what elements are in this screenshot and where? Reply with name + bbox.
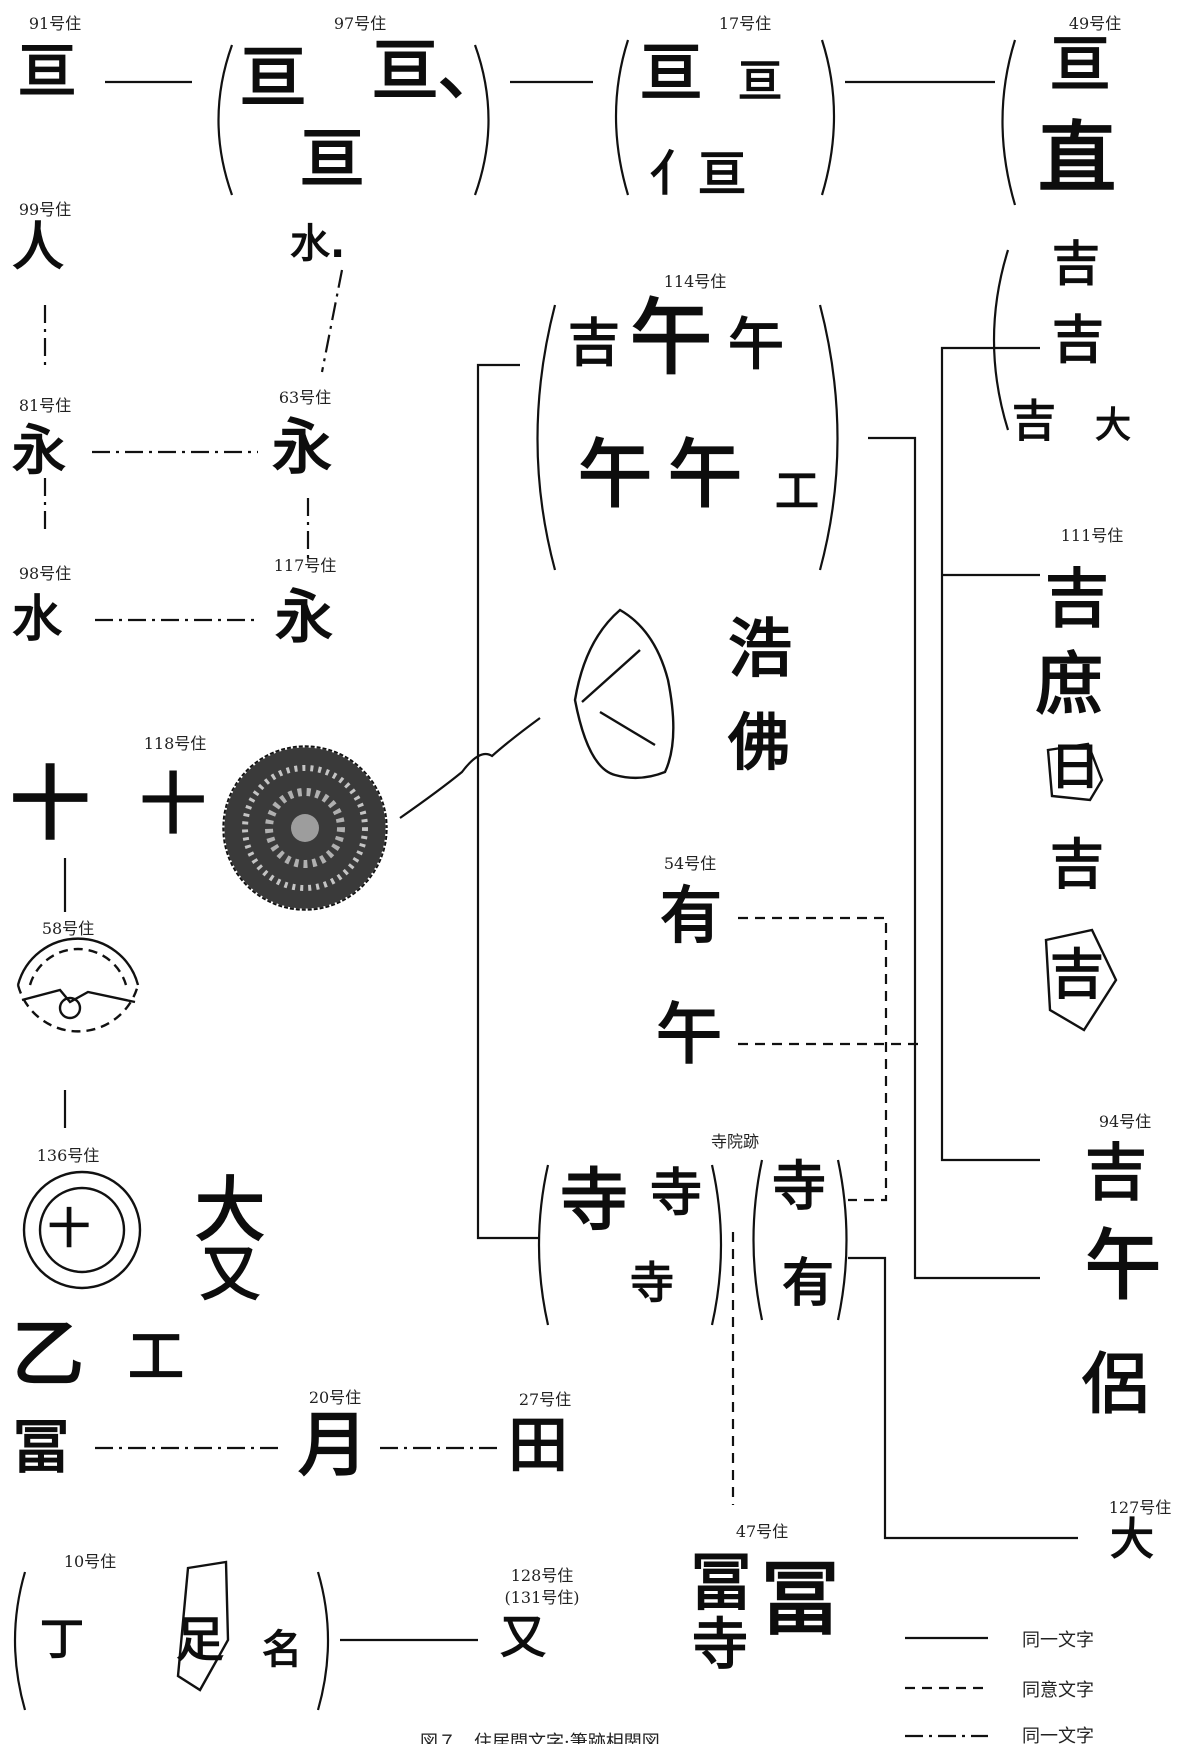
char-114-a: 吉 [568,314,621,374]
char-49-b: 直 [1038,114,1117,204]
char-49-a: 亘 [1050,30,1110,100]
legend-solid-label: 同一文字 [1022,1630,1094,1651]
char-118-b: 十 [140,766,206,843]
label-house-117: 117号住 [273,556,337,575]
char-111-d: 吉 [1050,833,1104,896]
label-house-111: 111号住 [1060,526,1124,545]
label-house-27: 27号住 [518,1390,572,1409]
char-10-a: 丁 [40,1614,84,1665]
char-117: 永 [275,583,334,651]
char-47-c: 冨 [760,1553,840,1646]
char-49-d: 吉 [1052,311,1105,371]
char-128: 又 [500,1610,546,1664]
char-136-b: 又 [200,1240,260,1310]
char-114-e: 午 [668,432,742,518]
char-136-d: 工 [128,1325,184,1390]
label-house-20: 20号住 [308,1388,362,1407]
char-10-c: 名 [262,1627,302,1673]
label-house-47: 47号住 [735,1522,789,1541]
char-114-d: 午 [578,432,652,518]
char-temple-b: 寺 [650,1164,703,1224]
char-temple-e: 有 [782,1254,835,1314]
char-118-a: 十 [10,758,90,851]
char-temple-c: 寺 [630,1258,674,1309]
label-house-94: 94号住 [1098,1112,1152,1131]
char-63: 永 [272,413,332,483]
char-49-c: 吉 [1052,236,1101,292]
label-house-127: 127号住 [1108,1498,1172,1517]
char-20: 月 [298,1404,368,1486]
char-111-c: 日 [1050,738,1100,796]
char-136-c: 乙 [12,1312,85,1396]
label-house-98: 98号住 [18,564,72,583]
char-136-bowl: 十 [48,1204,91,1253]
char-17-b: 亘 [738,56,782,107]
char-sherd-b: 佛 [728,706,791,779]
label-house-114: 114号住 [663,272,727,291]
char-94-b: 午 [1085,1221,1161,1310]
label-house-63: 63号住 [278,388,332,407]
label-house-91: 91号住 [28,14,82,33]
char-111-b: 庶 [1035,646,1104,725]
label-house-49: 49号住 [1068,14,1122,33]
label-house-131: (131号住) [504,1588,580,1607]
char-temple-a: 寺 [560,1162,629,1241]
label-house-81: 81号住 [18,396,72,415]
char-136-a: 大 [195,1169,265,1251]
label-house-99: 99号住 [18,200,72,219]
char-left-row: 冨 [12,1413,71,1481]
label-house-54: 54号住 [663,854,717,873]
char-127: 大 [1110,1514,1154,1565]
char-114-b: 午 [630,291,713,386]
char-47-b: 寺 [692,1613,748,1678]
char-49-f: 大 [1095,405,1132,446]
char-94-a: 吉 [1085,1136,1148,1209]
legend-dashed-label: 同意文字 [1022,1680,1094,1701]
legend-dashdot-label: 同一文字 [1022,1726,1094,1744]
label-house-17: 17号住 [718,14,772,33]
char-98: 水 [12,590,62,648]
char-94-c: 侶 [1082,1346,1148,1423]
char-114-f: 工 [775,466,819,517]
char-temple-d: 寺 [772,1155,826,1218]
char-114-c: 午 [728,313,784,378]
char-97-c: 亘 [300,123,364,197]
label-house-118: 118号住 [143,734,207,753]
char-47-a: 冨 [690,1546,753,1619]
label-house-136: 136号住 [36,1146,100,1165]
char-54-a: 有 [660,879,723,952]
char-sherd-a: 浩 [728,613,792,687]
figure-caption: 図７ 住居間文字·筆跡相関図 [420,1732,660,1744]
char-27: 田 [508,1411,568,1481]
char-81: 永 [12,419,66,482]
char-17-a: 亘 [640,36,703,109]
label-house-128: 128号住 [510,1566,574,1585]
char-17-c: 亻亘 [650,146,747,202]
char-99: 人 [12,218,65,278]
char-97-b: 亘、 [372,32,504,109]
label-house-10: 10号住 [63,1552,117,1571]
char-54-b: 午 [656,996,722,1073]
char-111-a: 吉 [1045,563,1109,637]
label-house-58: 58号住 [41,919,95,938]
label-temple-site: 寺院跡 [710,1132,760,1151]
char-49-e: 吉 [1012,396,1056,447]
char-111-e: 吉 [1050,943,1104,1006]
char-97-a: 亘 [240,39,306,116]
char-upper-mid: 水. [290,221,346,267]
label-house-97: 97号住 [333,14,387,33]
char-10-b: 足 [176,1612,225,1668]
char-91: 亘 [18,37,77,105]
